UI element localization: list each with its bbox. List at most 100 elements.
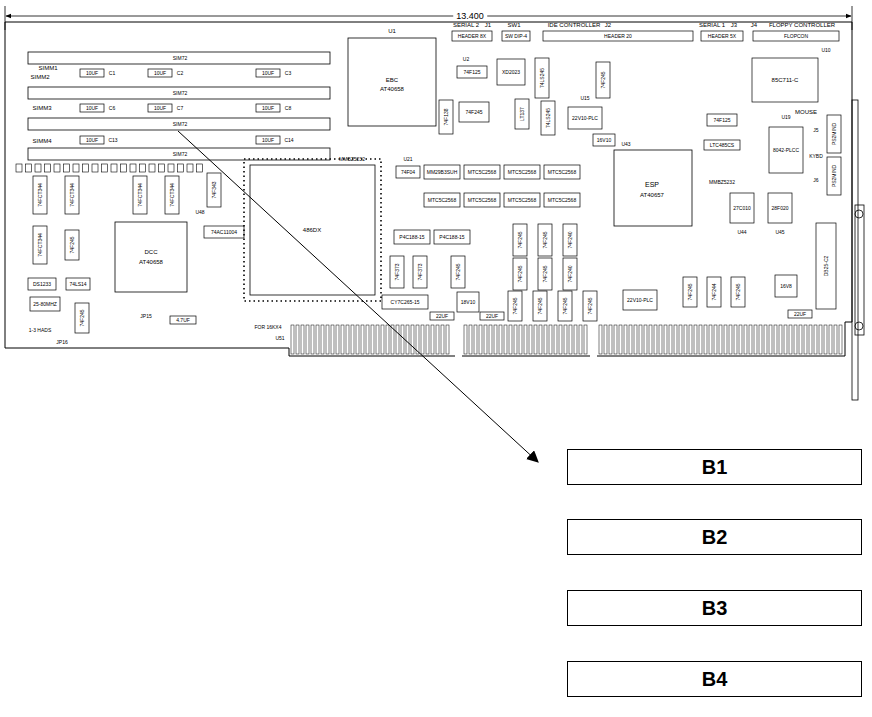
part-label: 74AC11004 <box>211 230 237 235</box>
part-label: AT40658 <box>139 259 163 265</box>
chip-outline <box>204 226 244 238</box>
connector-finger <box>729 325 732 354</box>
cpu-chip <box>250 165 375 295</box>
part-label: C7 <box>177 106 183 111</box>
connector-finger <box>614 325 617 354</box>
part-label: U2 <box>463 57 469 62</box>
connector-finger <box>599 325 602 354</box>
part-label: DS1233 <box>33 282 51 287</box>
connector-finger <box>381 325 384 354</box>
chip-outline <box>707 114 737 126</box>
chip-outline <box>731 277 745 307</box>
chip-outline <box>434 230 470 244</box>
chip-outline <box>541 101 555 135</box>
chip-outline <box>752 58 818 102</box>
chip-outline <box>80 104 104 112</box>
connector-finger <box>754 325 757 354</box>
chip-outline <box>439 100 453 134</box>
part-label: P4C188-15 <box>439 235 464 240</box>
part-label: 27C010 <box>733 206 751 211</box>
chip-outline <box>593 134 615 146</box>
part-label: 1-3 HADS <box>29 328 52 333</box>
connector-finger <box>321 325 324 354</box>
part-label: U45 <box>775 230 784 235</box>
part-label: SERIAL 1 <box>699 22 725 28</box>
resistor <box>102 164 108 172</box>
part-label: U15 <box>580 96 589 101</box>
connector-finger <box>529 325 532 354</box>
resistor <box>168 164 174 172</box>
part-label: 74F373 <box>395 264 400 281</box>
part-label: 486DX <box>303 227 321 233</box>
connector-finger <box>504 325 507 354</box>
connector-finger <box>564 325 567 354</box>
connector-finger <box>569 325 572 354</box>
connector-finger <box>499 325 502 354</box>
screw <box>855 322 863 330</box>
chip-outline <box>451 256 465 288</box>
part-label: 10UF <box>86 138 98 143</box>
resistor <box>111 164 117 172</box>
connector-finger <box>331 325 334 354</box>
part-label: J5 <box>813 128 818 133</box>
connector-finger <box>524 325 527 354</box>
chip-outline <box>596 62 610 98</box>
part-label: J3 <box>731 22 737 28</box>
chip-outline <box>390 256 404 288</box>
connector-finger <box>764 325 767 354</box>
connector-finger <box>351 325 354 354</box>
connector-finger <box>584 325 587 354</box>
part-label: SIM72 <box>173 122 187 127</box>
part-label: 8042-PLCC <box>773 148 799 153</box>
connector-finger <box>689 325 692 354</box>
chip-outline <box>30 297 60 311</box>
connector-finger <box>514 325 517 354</box>
part-label: 74FCT344 <box>138 183 143 207</box>
chip-outline <box>753 31 839 41</box>
connector-finger <box>446 325 449 354</box>
resistor <box>54 164 60 172</box>
callout-label: B4 <box>702 668 728 691</box>
connector-finger <box>624 325 627 354</box>
part-label: HEADER 20 <box>604 34 632 39</box>
connector-finger <box>799 325 802 354</box>
connector-finger <box>644 325 647 354</box>
part-label: JP15 <box>140 314 151 319</box>
part-label: 74F245 <box>543 232 548 249</box>
resistor <box>121 164 127 172</box>
chip-outline <box>452 31 492 41</box>
connector-finger <box>749 325 752 354</box>
connector-finger <box>634 325 637 354</box>
db25-shell <box>855 205 864 335</box>
part-label: 74F04 <box>401 170 415 175</box>
part-label: 74F245 <box>736 284 741 301</box>
connector-finger <box>579 325 582 354</box>
chip-outline <box>563 258 577 290</box>
part-label: U43 <box>621 142 630 147</box>
connector-finger <box>396 325 399 354</box>
part-label: SIM72 <box>173 152 187 157</box>
connector-finger <box>554 325 557 354</box>
part-label: KYBD <box>809 154 823 159</box>
part-label: SW DIP-4 <box>505 34 527 39</box>
part-label: EBC <box>386 77 398 83</box>
connector-finger <box>474 325 477 354</box>
chip-outline <box>704 140 740 150</box>
part-label: FLOPCON <box>784 34 808 39</box>
chip-outline <box>424 165 460 179</box>
connector-finger <box>311 325 314 354</box>
chip-outline <box>535 58 549 98</box>
part-label: U51 <box>275 336 284 341</box>
part-label: 74F373 <box>418 264 423 281</box>
connector-finger <box>366 325 369 354</box>
chip-outline <box>543 31 693 41</box>
chip-outline <box>396 166 420 178</box>
part-label: J1 <box>485 22 491 28</box>
part-label: 16V10 <box>597 138 611 143</box>
connector-finger <box>479 325 482 354</box>
connector-finger <box>316 325 319 354</box>
connector-finger <box>649 325 652 354</box>
part-label: 74F125 <box>714 118 731 123</box>
connector-finger <box>769 325 772 354</box>
chip-outline <box>827 115 841 153</box>
